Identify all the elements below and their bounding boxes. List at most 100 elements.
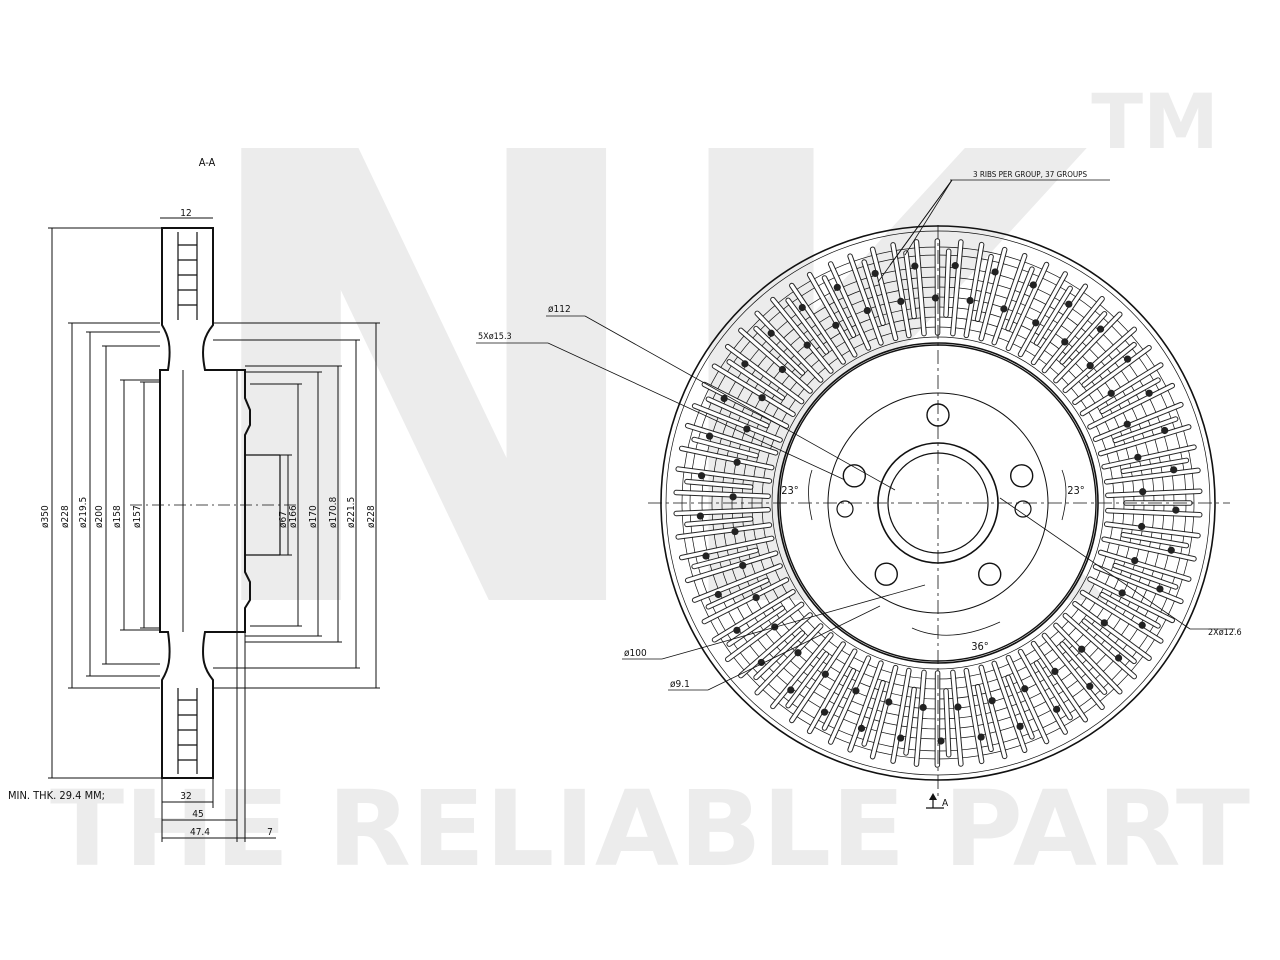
- vent-rib-inner: [712, 364, 795, 416]
- drill-hole: [733, 626, 741, 634]
- vent-rib-inner: [1034, 661, 1072, 720]
- drill-hole: [1172, 506, 1180, 514]
- dim-d170: ø170: [308, 505, 319, 528]
- drill-hole: [739, 561, 747, 570]
- vent-rib-inner: [727, 360, 784, 400]
- drill-hole: [1000, 305, 1008, 313]
- vent-rib-inner: [1088, 577, 1174, 623]
- drill-hole: [911, 262, 919, 270]
- vent-rib-inner: [807, 649, 857, 734]
- vent-rib-inner: [786, 652, 828, 708]
- vent-rib-inner: [914, 670, 926, 766]
- vent-rib-inner: [692, 548, 758, 569]
- vent-rib-inner: [979, 247, 1007, 341]
- vent-rib-inner: [904, 687, 916, 755]
- drill-hole: [1134, 453, 1142, 461]
- vent-rib-inner: [914, 240, 926, 336]
- drill-hole: [820, 708, 829, 716]
- drill-hole: [720, 394, 728, 403]
- drill-hole: [733, 458, 741, 466]
- drill-hole: [729, 493, 737, 501]
- drill-hole: [778, 365, 787, 374]
- vent-rib-inner: [685, 517, 753, 527]
- vent-rib-inner: [975, 254, 993, 321]
- vent-rib-inner: [702, 382, 789, 428]
- vent-rib-inner: [975, 685, 993, 752]
- vent-rib-inner: [1034, 286, 1072, 345]
- vent-rib-inner: [1080, 363, 1163, 416]
- callout-5x-holes: 5Xø15.3: [478, 332, 512, 342]
- dim-d200: ø200: [94, 505, 105, 528]
- callout-d100: ø100: [624, 648, 647, 659]
- drill-hole: [1131, 556, 1139, 565]
- vent-rib-inner: [1054, 312, 1122, 383]
- vent-rib-inner: [790, 283, 845, 364]
- drill-hole: [1061, 338, 1069, 346]
- vent-rib-inner: [1104, 468, 1200, 484]
- dim-47-4: 47.4: [190, 827, 210, 838]
- vent-rib-inner: [1018, 649, 1067, 734]
- drill-hole: [885, 698, 893, 706]
- drill-hole: [977, 733, 985, 741]
- angle-right: 23°: [1067, 484, 1085, 497]
- vent-rib-inner: [870, 665, 898, 759]
- drill-hole: [1115, 654, 1123, 662]
- vent-rib-inner: [771, 297, 833, 373]
- vent-rib-inner: [1098, 425, 1191, 456]
- vent-rib-inner: [739, 613, 812, 678]
- vent-rib-inner: [1082, 619, 1136, 664]
- vent-rib-inner: [1054, 623, 1122, 694]
- dim-d350: ø350: [40, 505, 51, 528]
- angle-left: 23°: [781, 484, 799, 497]
- drill-hole: [752, 593, 760, 602]
- vent-rib-inner: [739, 328, 812, 393]
- vent-rib-inner: [1102, 537, 1196, 561]
- vent-rib-inner: [712, 590, 795, 642]
- drill-hole: [821, 670, 829, 678]
- drill-hole: [954, 703, 962, 711]
- vent-rib-inner: [1006, 262, 1049, 351]
- vent-rib-inner: [1063, 327, 1136, 393]
- callout-d9: ø9.1: [670, 679, 690, 690]
- drill-hole: [758, 394, 766, 402]
- min-thickness-note: MIN. THK. 29.4 MM;: [8, 789, 105, 802]
- drill-holes: [696, 262, 1180, 745]
- vent-rib-inner: [1093, 565, 1183, 604]
- vent-rib-inner: [679, 446, 774, 470]
- drill-hole: [1096, 325, 1105, 333]
- callout-2x-holes: 2Xø12.6: [1208, 628, 1242, 638]
- drill-hole: [1138, 522, 1146, 531]
- vent-rib-inner: [1063, 613, 1136, 679]
- locating-hole: [836, 500, 854, 518]
- vent-rib-inner: [702, 578, 789, 624]
- drill-hole: [696, 512, 704, 520]
- drill-hole: [1123, 420, 1131, 428]
- drill-hole: [1170, 466, 1178, 474]
- dim-d228-right: ø228: [366, 505, 377, 528]
- vent-rib-inner: [790, 642, 845, 723]
- drill-hole: [897, 297, 905, 305]
- vent-rib-inner: [726, 344, 804, 404]
- drill-hole: [803, 341, 811, 349]
- watermark-trademark: TM: [1091, 77, 1218, 166]
- bolt-hole: [874, 562, 898, 586]
- drill-hole: [697, 472, 706, 480]
- watermark-tagline: THE RELIABLE PART: [50, 768, 1250, 890]
- bolt-hole: [842, 464, 867, 488]
- right-diameter-labels: ø67 ø166 ø170 ø170.8 ø221.5 ø228: [278, 496, 377, 528]
- drill-hole: [833, 283, 841, 291]
- drill-hole: [741, 360, 749, 368]
- vent-rib-inner: [1042, 633, 1104, 710]
- vent-rib-inner: [692, 437, 758, 458]
- vent-rib-inner: [1060, 642, 1107, 694]
- vent-rib-inner: [1073, 345, 1151, 405]
- vent-rib-inner: [1006, 655, 1049, 744]
- vent-rib-inner: [755, 311, 823, 382]
- vent-rib-inner: [822, 669, 856, 730]
- vent-rib-inner: [1031, 284, 1088, 365]
- vent-rib-inner: [1113, 417, 1178, 443]
- left-diameter-labels: ø350 ø228 ø219.5 ø200 ø158 ø157: [40, 497, 143, 528]
- drill-hole: [991, 268, 999, 276]
- vent-rib-inner: [685, 551, 778, 583]
